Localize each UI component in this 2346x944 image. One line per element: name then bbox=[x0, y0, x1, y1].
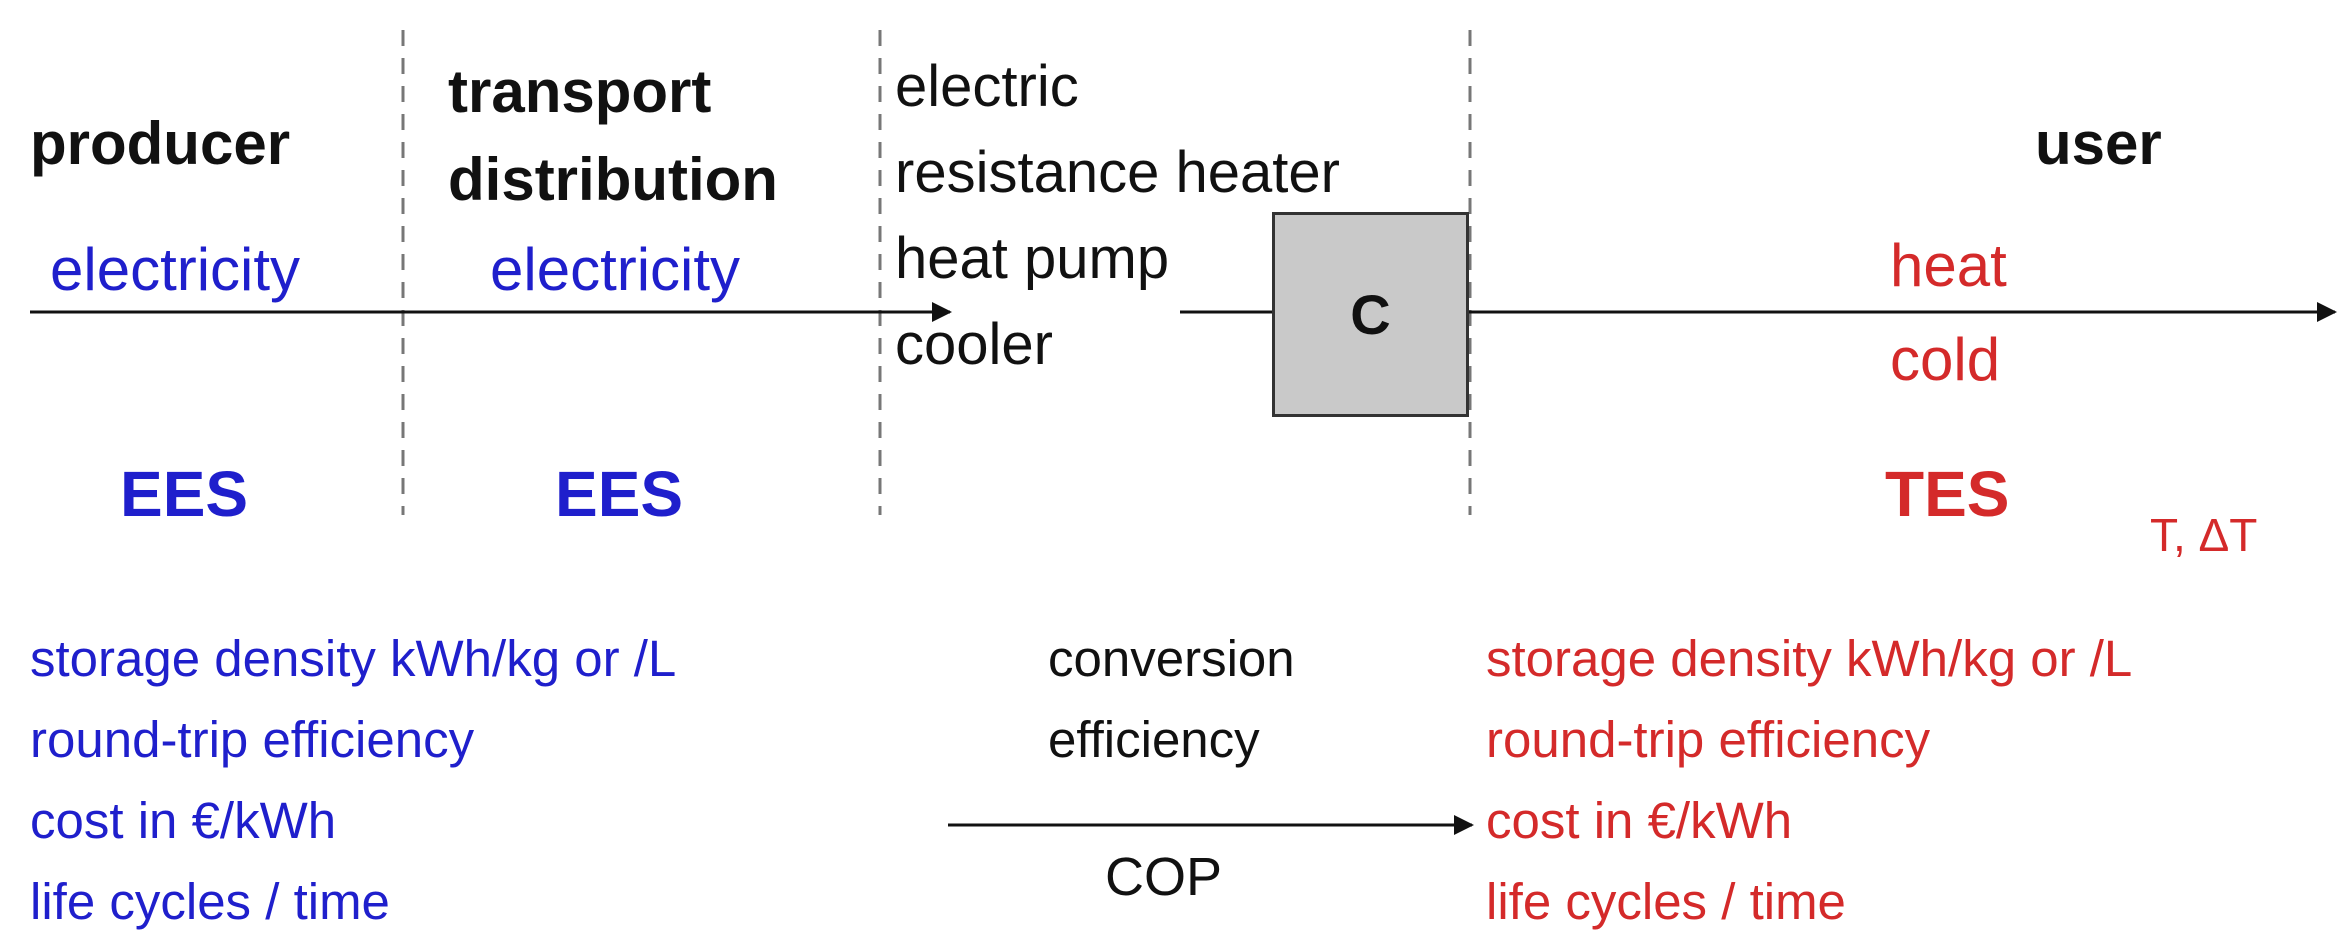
user-heat-label: heat bbox=[1890, 232, 2007, 299]
ees-metric-life-cycles: life cycles / time bbox=[30, 873, 390, 930]
tes-metric-round-trip-efficiency: round-trip efficiency bbox=[1486, 711, 1931, 768]
efficiency-label: efficiency bbox=[1048, 711, 1260, 768]
converter-box: C bbox=[1272, 212, 1469, 417]
transport-storage-ees: EES bbox=[555, 458, 684, 530]
tes-metric-storage-density: storage density kWh/kg or /L bbox=[1486, 630, 2133, 687]
device-cooler: cooler bbox=[895, 312, 1053, 377]
producer-storage-ees: EES bbox=[120, 458, 249, 530]
transport-header: transport bbox=[448, 58, 712, 125]
cop-label: COP bbox=[1105, 847, 1223, 907]
user-header: user bbox=[2035, 110, 2162, 177]
producer-energy-label: electricity bbox=[50, 236, 301, 303]
device-electric: electric bbox=[895, 54, 1079, 119]
tes-metric-life-cycles: life cycles / time bbox=[1486, 873, 1846, 930]
transport-energy-label: electricity bbox=[490, 236, 741, 303]
producer-header: producer bbox=[30, 110, 291, 177]
ees-metric-cost: cost in €/kWh bbox=[30, 792, 337, 849]
ees-metric-storage-density: storage density kWh/kg or /L bbox=[30, 630, 677, 687]
device-resistance-heater: resistance heater bbox=[895, 140, 1340, 205]
temperature-note: T, ΔT bbox=[2150, 509, 2258, 561]
tes-metric-cost: cost in €/kWh bbox=[1486, 792, 1793, 849]
ees-metric-round-trip-efficiency: round-trip efficiency bbox=[30, 711, 475, 768]
conversion-label: conversion bbox=[1048, 630, 1295, 687]
user-cold-label: cold bbox=[1890, 326, 2001, 393]
distribution-header: distribution bbox=[448, 146, 778, 213]
device-heat-pump: heat pump bbox=[895, 226, 1170, 291]
user-storage-tes: TES bbox=[1885, 458, 2010, 530]
